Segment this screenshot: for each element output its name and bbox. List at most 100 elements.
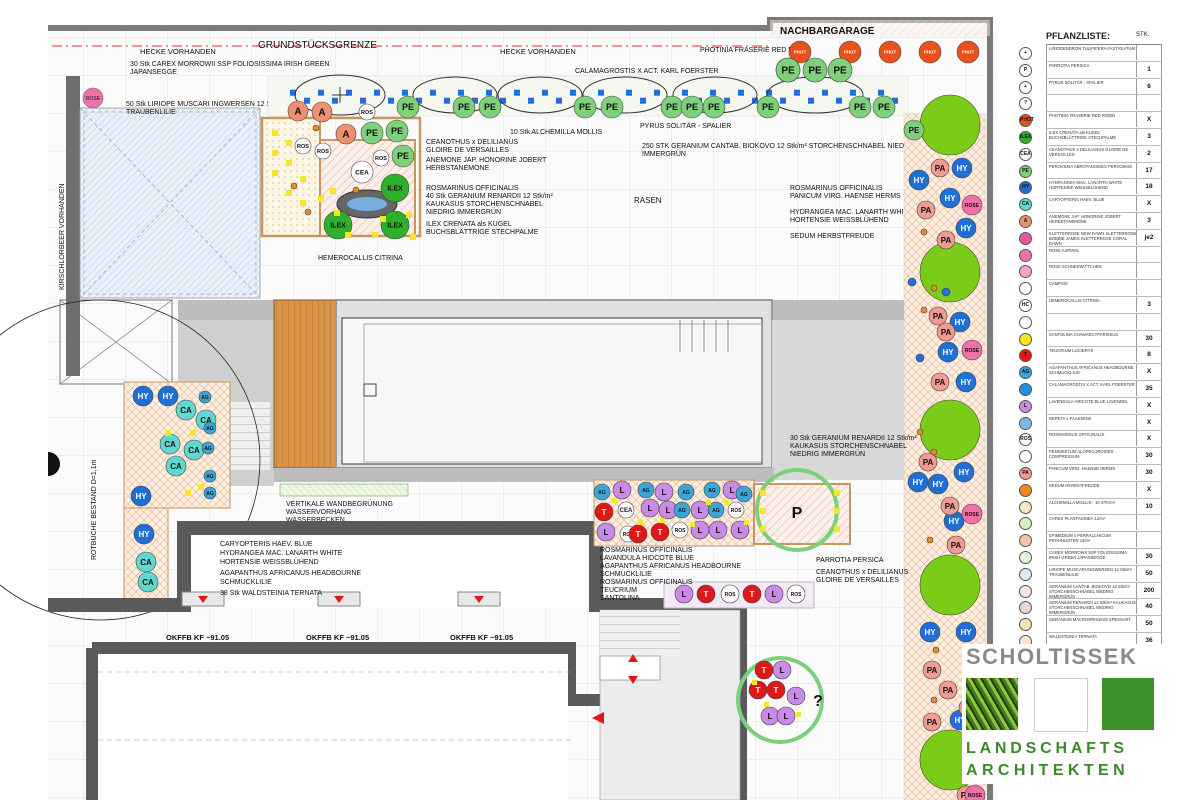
door-arrow bbox=[592, 712, 604, 724]
strip-plant-label: L bbox=[772, 590, 777, 599]
legend-symbol-icon: A bbox=[1019, 214, 1032, 228]
window-3-arrow bbox=[474, 596, 484, 603]
central-bed-plant bbox=[730, 520, 750, 540]
photinia-label: PHOTINIA FRASERIE RED ROBIN bbox=[700, 47, 810, 54]
legend-plant-name: KLETTERROSE NEW DAWN KLETTERROSE BOBBIE … bbox=[1049, 230, 1137, 245]
legend-plant-name: ROSMARINUS OFFICINALIS bbox=[1049, 432, 1105, 438]
legend-quantity: 50 bbox=[1136, 616, 1161, 632]
legend-symbol-icon bbox=[1019, 382, 1032, 396]
central-bed-plant-label: ROS bbox=[731, 508, 743, 514]
central-bed-plant-label: L bbox=[698, 506, 703, 515]
strip-plant-label: ROS bbox=[725, 592, 737, 598]
hydrangea-plant bbox=[953, 461, 975, 483]
rotbuche-label: ROTBUCHE BESTAND D=1,1m bbox=[91, 459, 98, 560]
rose-plant bbox=[961, 503, 983, 525]
legend-symbol-icon: HY bbox=[1019, 181, 1032, 195]
panicum-plant bbox=[928, 306, 948, 326]
legend-symbol-icon bbox=[1019, 534, 1032, 548]
central-bed-plant bbox=[677, 483, 695, 501]
santolina-square bbox=[764, 702, 769, 707]
perovskia-plant-label: PE bbox=[854, 102, 866, 112]
legend-quantity bbox=[1136, 263, 1161, 279]
calamagrostis-square bbox=[444, 97, 450, 104]
perovskia-plant-label: PE bbox=[833, 66, 847, 77]
calamagrostis-square bbox=[402, 89, 408, 96]
agapanthus-c-label: AGAPANTHUS AFRICANUS HEADBOURNE bbox=[600, 563, 741, 570]
pool-skimmer bbox=[363, 383, 377, 397]
legend-plant-name: PYRUS SOLITÄR - SPALIER bbox=[1049, 79, 1104, 85]
caryopteris-plant-label: CA bbox=[170, 462, 182, 471]
pyrus-label: PYRUS SOLITÄR - SPALIER bbox=[640, 122, 731, 130]
strip-plant bbox=[720, 584, 740, 604]
ceanothus-c-label: CEANOTHUS x DELILIANUS bbox=[816, 569, 909, 576]
legend-plant-name: PHOTINIA FRASERIE RED ROBIN bbox=[1049, 113, 1116, 119]
legend-symbol-icon bbox=[1019, 450, 1032, 464]
rose-plant bbox=[82, 87, 104, 109]
rosm-c2-label: ROSMARINUS OFFICINALIS bbox=[600, 579, 693, 586]
legend-quantity: 30 bbox=[1136, 464, 1161, 480]
house-inner bbox=[86, 642, 600, 800]
hedge-label-left: HECKE VORHANDEN bbox=[140, 47, 216, 56]
legend-plant-name: PENNISETUM ALOPECUROIDES COMPRESSUM bbox=[1049, 449, 1114, 460]
santolina-square bbox=[612, 498, 617, 503]
rotbuche-canopy bbox=[0, 299, 261, 621]
legend-symbol-icon: ? bbox=[1019, 97, 1032, 111]
central-bed-plant bbox=[703, 481, 721, 499]
ceanothus-label-2: GLOIRE DE VERSAILLES bbox=[426, 147, 509, 154]
santolina-square bbox=[286, 160, 292, 166]
courtyard-arrow-down bbox=[628, 676, 638, 684]
question-bed-plant bbox=[786, 686, 806, 706]
panicum-plant bbox=[918, 452, 938, 472]
panicum-plant-label: PA bbox=[927, 718, 938, 727]
legend-symbol-icon bbox=[1019, 567, 1032, 581]
perovskia-plant-label: PE bbox=[708, 102, 720, 112]
legend-quantity: 3 bbox=[1136, 296, 1161, 312]
calamagrostis-square bbox=[486, 89, 492, 96]
rotbuche-marker bbox=[48, 452, 60, 476]
central-bed-plant-label: ROS bbox=[675, 528, 687, 534]
perovskia-plant-label: PE bbox=[606, 102, 618, 112]
question-bed-plant bbox=[772, 660, 792, 680]
calamagrostis-square bbox=[528, 97, 534, 104]
caryopteris-plant-label: CA bbox=[142, 578, 154, 587]
santolina-square bbox=[185, 490, 191, 496]
tree-plant bbox=[919, 554, 981, 616]
sedum-plant bbox=[290, 182, 298, 190]
santolina-square bbox=[834, 508, 840, 514]
central-bed-plant bbox=[593, 483, 611, 501]
legend-plant-name: ILEX CRENATA als KUGEL BUCHSBLÄTTRIGE ST… bbox=[1049, 129, 1117, 140]
santolina-square bbox=[760, 526, 766, 532]
calamagrostis-square bbox=[514, 89, 520, 96]
house-floor bbox=[180, 528, 600, 608]
nepeta-plant bbox=[915, 353, 925, 363]
anemone-plant bbox=[335, 123, 357, 145]
sedum-plant bbox=[352, 186, 360, 194]
caryopteris-plant-label: CA bbox=[164, 440, 176, 449]
rosmarinus-plant-label: ROS bbox=[297, 144, 309, 150]
central-bed-plant-label: L bbox=[604, 528, 609, 537]
perovskia-plant-label: PE bbox=[391, 126, 403, 136]
hydrangea-plant bbox=[919, 621, 941, 643]
santolina-square bbox=[198, 484, 204, 490]
perovskia-plant-label: PE bbox=[484, 102, 496, 112]
legend-symbol-icon: PE bbox=[1019, 164, 1032, 178]
central-bed-plant bbox=[673, 501, 691, 519]
calamagrostis-square bbox=[332, 97, 338, 104]
question-bed-plant-label: L bbox=[784, 712, 789, 721]
perovskia-plant-label: PE bbox=[666, 102, 678, 112]
legend-row: ROSE ASPIRIN bbox=[1019, 246, 1162, 264]
rose-plant-label: ROSE bbox=[965, 348, 980, 354]
santolina-square bbox=[752, 680, 757, 685]
anemone-plant bbox=[287, 100, 309, 122]
legend-plant-name: LIRIOPE MUSCARI INGWERSEN 12 Stk/m² TRAU… bbox=[1049, 566, 1133, 577]
hydrangea-plant-label: HY bbox=[932, 480, 944, 489]
legend-row: ? bbox=[1019, 95, 1162, 113]
question-bed-plant-label: T bbox=[756, 686, 761, 695]
hydrangea-plant bbox=[908, 169, 930, 191]
santolina-label: SANTOLINA bbox=[600, 595, 640, 602]
perovskia-plant bbox=[903, 119, 925, 141]
